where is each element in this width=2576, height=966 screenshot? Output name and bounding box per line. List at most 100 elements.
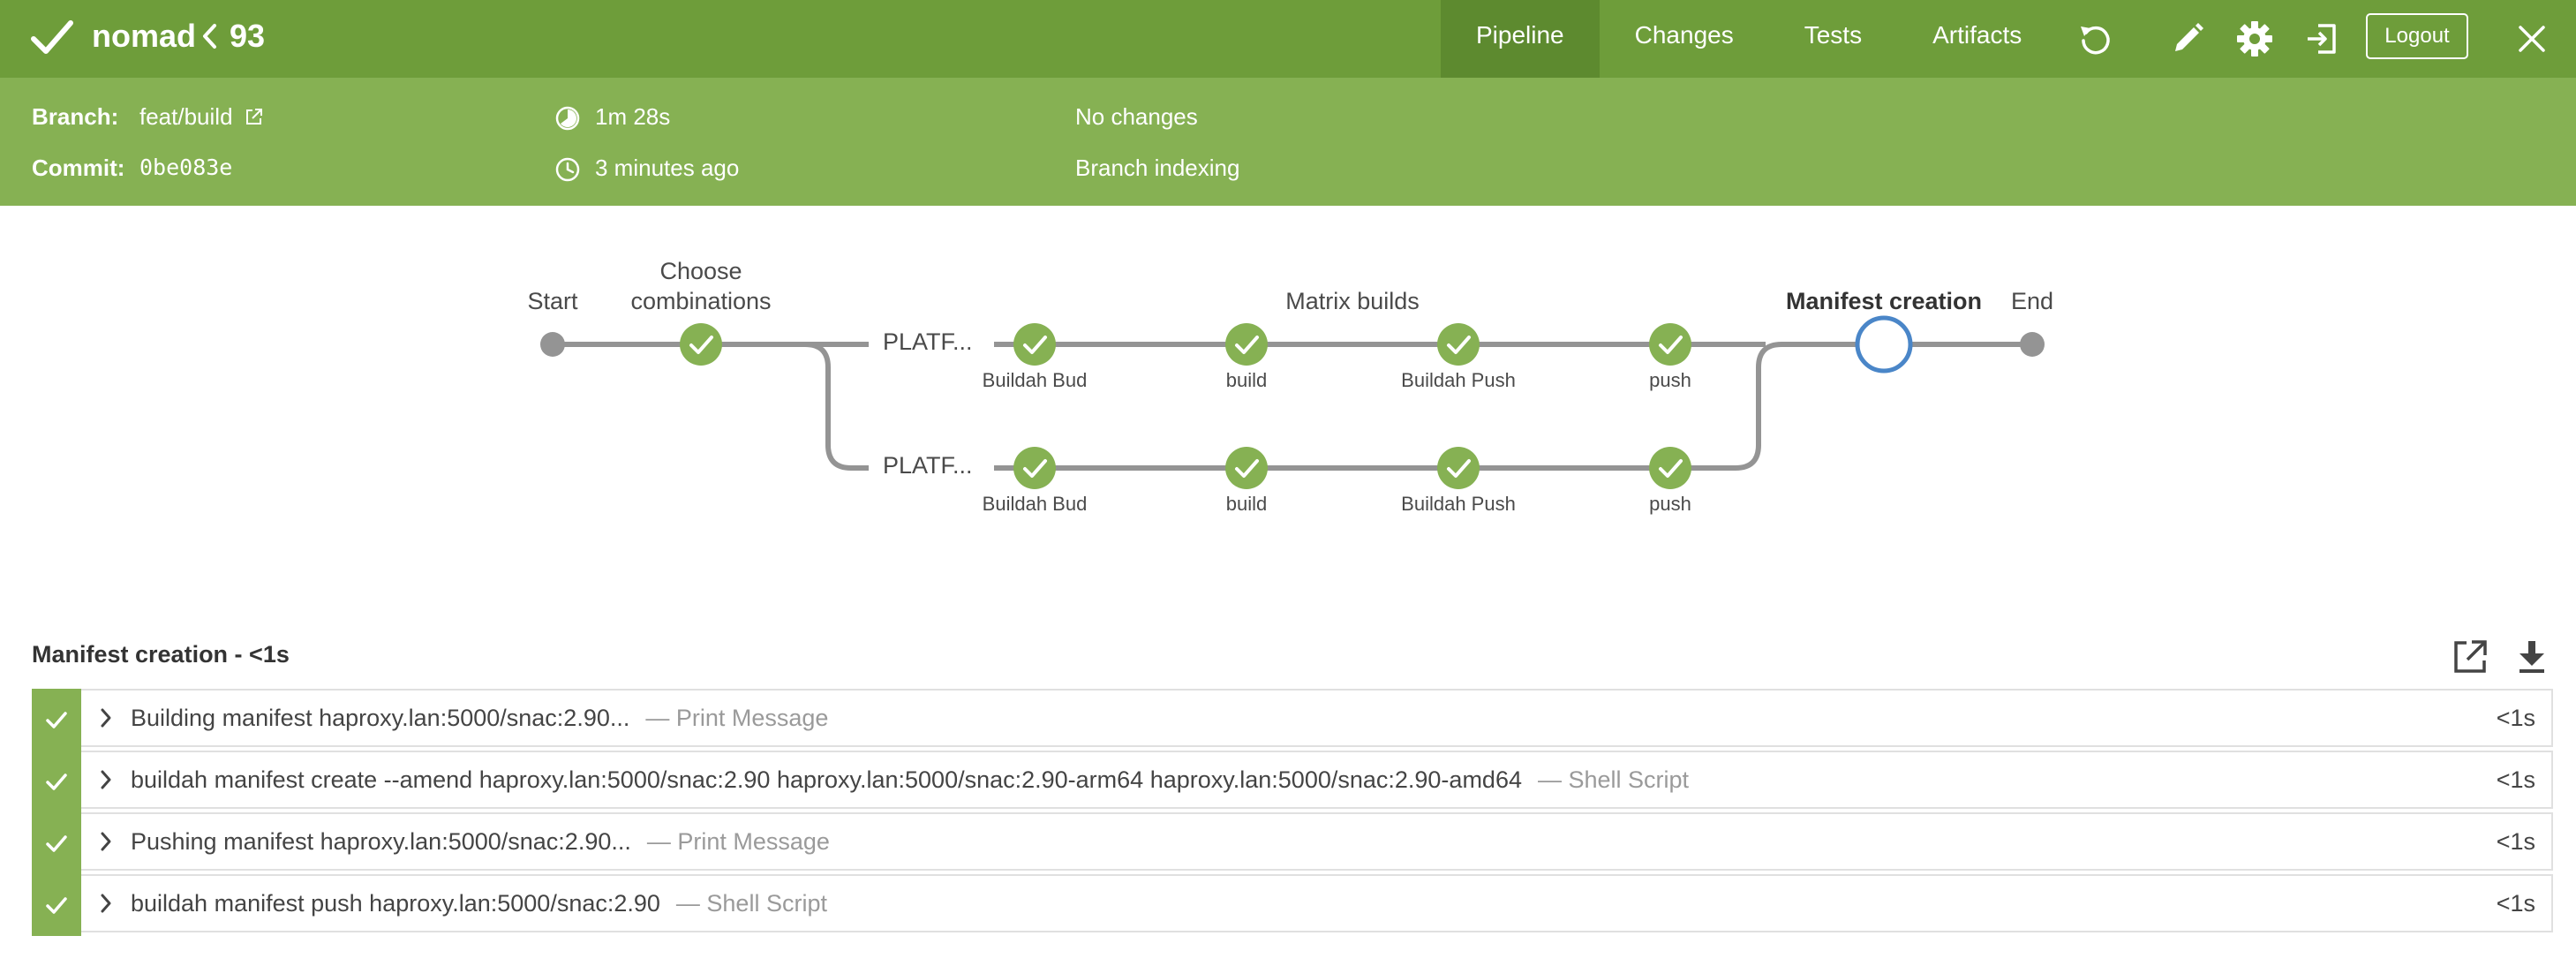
step-label-buildah-bud: Buildah Bud bbox=[982, 369, 1088, 391]
branch-name-1[interactable]: PLATF... bbox=[883, 328, 973, 355]
step-node-buildah-push[interactable] bbox=[1437, 447, 1480, 489]
step-label-buildah-bud: Buildah Bud bbox=[982, 493, 1088, 515]
check-icon bbox=[1235, 336, 1259, 354]
step-node-buildah-bud[interactable] bbox=[1013, 447, 1056, 489]
step-label-buildah-push: Buildah Push bbox=[1401, 369, 1516, 391]
tab-pipeline[interactable]: Pipeline bbox=[1441, 0, 1600, 78]
chevron-right-icon[interactable] bbox=[99, 830, 113, 853]
tab-changes[interactable]: Changes bbox=[1634, 21, 1734, 49]
start-node[interactable] bbox=[540, 332, 565, 357]
step-status bbox=[32, 812, 81, 874]
connector-fork bbox=[795, 342, 869, 471]
tab-bar: Pipeline Changes Tests Artifacts bbox=[1441, 0, 2057, 78]
step-command: Pushing manifest haproxy.lan:5000/snac:2… bbox=[131, 828, 631, 855]
chevron-left-icon bbox=[203, 24, 216, 49]
pipeline-graph-svg bbox=[540, 315, 2045, 489]
chevron-right-icon[interactable] bbox=[99, 768, 113, 791]
external-link-icon bbox=[245, 109, 262, 125]
check-icon bbox=[1023, 459, 1047, 478]
rerun-icon[interactable] bbox=[2075, 18, 2117, 60]
step-text: Pushing manifest haproxy.lan:5000/snac:2… bbox=[131, 828, 830, 856]
duration-value: 1m 28s bbox=[595, 103, 671, 130]
changes-value: No changes bbox=[1075, 103, 1198, 130]
chevron-right-icon[interactable] bbox=[99, 706, 113, 729]
branch-label: Branch: bbox=[32, 103, 119, 130]
step-row[interactable]: buildah manifest create --amend haproxy.… bbox=[32, 751, 2553, 812]
matrix-builds-label: Matrix builds bbox=[1285, 288, 1420, 314]
clock-icon bbox=[555, 157, 580, 182]
step-label-buildah-push: Buildah Push bbox=[1401, 493, 1516, 515]
close-icon[interactable] bbox=[2511, 18, 2553, 60]
run-info-bar: Branch: feat/build Commit: 0be083e 1m 28… bbox=[0, 78, 2576, 206]
choose-combinations-label: Choose combinations bbox=[597, 256, 805, 316]
step-kind: — Shell Script bbox=[1537, 766, 1690, 793]
edit-icon[interactable] bbox=[2166, 18, 2209, 60]
tab-tests[interactable]: Tests bbox=[1804, 21, 1863, 49]
check-icon bbox=[1023, 336, 1047, 354]
logout-button[interactable]: Logout bbox=[2366, 13, 2468, 59]
step-command: buildah manifest create --amend haproxy.… bbox=[131, 766, 1522, 793]
step-list: Building manifest haproxy.lan:5000/snac:… bbox=[32, 689, 2553, 936]
manifest-creation-label: Manifest creation bbox=[1785, 288, 1983, 314]
step-status bbox=[32, 874, 81, 936]
download-icon[interactable] bbox=[2512, 638, 2551, 676]
step-command: buildah manifest push haproxy.lan:5000/s… bbox=[131, 890, 660, 917]
step-node-build[interactable] bbox=[1225, 323, 1268, 366]
step-row[interactable]: buildah manifest push haproxy.lan:5000/s… bbox=[32, 874, 2553, 936]
step-duration: <1s bbox=[2496, 766, 2535, 793]
step-text: Building manifest haproxy.lan:5000/snac:… bbox=[131, 705, 828, 732]
steps-section-title: Manifest creation - <1s bbox=[32, 641, 290, 668]
step-kind: — Print Message bbox=[646, 828, 830, 855]
tab-artifacts[interactable]: Artifacts bbox=[1932, 21, 2022, 49]
choose-label-line-2: combinations bbox=[630, 288, 772, 314]
step-text: buildah manifest create --amend haproxy.… bbox=[131, 766, 1689, 794]
step-kind: — Shell Script bbox=[675, 890, 827, 917]
step-command: Building manifest haproxy.lan:5000/snac:… bbox=[131, 705, 630, 731]
step-node-buildah-bud[interactable] bbox=[1013, 323, 1056, 366]
commit-label: Commit: bbox=[32, 155, 125, 181]
start-label: Start bbox=[527, 288, 578, 314]
duration-icon bbox=[555, 106, 580, 131]
check-icon bbox=[46, 835, 67, 852]
gear-icon[interactable] bbox=[2233, 18, 2276, 60]
choose-combinations-node[interactable] bbox=[680, 323, 722, 366]
step-row[interactable]: Building manifest haproxy.lan:5000/snac:… bbox=[32, 689, 2553, 751]
branch-info: Branch: bbox=[32, 101, 118, 132]
check-icon bbox=[46, 774, 67, 790]
pipeline-graph: Start Choose combinations Matrix builds … bbox=[0, 212, 2576, 583]
run-number[interactable]: 93 bbox=[201, 15, 265, 57]
started-value: 3 minutes ago bbox=[595, 155, 740, 181]
step-text: buildah manifest push haproxy.lan:5000/s… bbox=[131, 890, 827, 917]
step-status bbox=[32, 689, 81, 751]
check-icon bbox=[1659, 459, 1683, 478]
step-duration: <1s bbox=[2496, 828, 2535, 855]
pipeline-title[interactable]: nomad bbox=[92, 18, 197, 54]
open-in-new-icon[interactable] bbox=[2451, 638, 2489, 676]
check-icon bbox=[46, 712, 67, 728]
branch-name-2[interactable]: PLATF... bbox=[883, 452, 973, 479]
commit-value[interactable]: 0be083e bbox=[139, 155, 233, 180]
step-kind: — Print Message bbox=[645, 705, 829, 731]
end-node[interactable] bbox=[2020, 332, 2045, 357]
step-node-buildah-push[interactable] bbox=[1437, 323, 1480, 366]
end-label: End bbox=[2010, 288, 2054, 314]
step-label-push: push bbox=[1649, 493, 1691, 515]
step-node-push[interactable] bbox=[1649, 323, 1691, 366]
manifest-node-ring bbox=[1855, 315, 1913, 374]
step-label-build: build bbox=[1225, 493, 1268, 515]
step-label-push: push bbox=[1649, 369, 1691, 391]
run-number-label: 93 bbox=[230, 18, 266, 54]
choose-label-line-1: Choose bbox=[659, 258, 742, 284]
success-check-icon bbox=[31, 20, 73, 54]
check-icon bbox=[689, 336, 713, 354]
connector-join bbox=[1697, 342, 2034, 471]
step-row[interactable]: Pushing manifest haproxy.lan:5000/snac:2… bbox=[32, 812, 2553, 874]
branch-link[interactable]: feat/build bbox=[139, 101, 264, 132]
step-node-push[interactable] bbox=[1649, 447, 1691, 489]
commit-info: Commit: bbox=[32, 152, 124, 184]
chevron-right-icon[interactable] bbox=[99, 892, 113, 915]
step-node-build[interactable] bbox=[1225, 447, 1268, 489]
step-duration: <1s bbox=[2496, 705, 2535, 731]
exit-icon[interactable] bbox=[2301, 18, 2343, 60]
check-icon bbox=[46, 897, 67, 914]
